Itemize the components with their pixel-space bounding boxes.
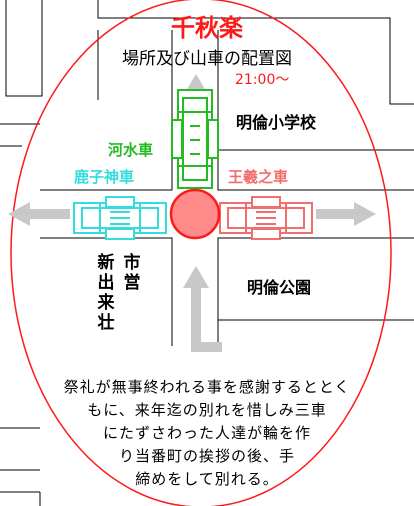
float-label-ougi: 王羲之車	[228, 168, 289, 186]
center-gathering-circle	[169, 188, 221, 240]
float-kawamizu-icon	[171, 89, 219, 189]
place-school: 明倫小学校	[236, 113, 317, 132]
place-park: 明倫公園	[247, 278, 312, 297]
arrow-left-icon	[8, 202, 70, 226]
ceremony-notice: 祭礼が無事終われる事を感謝するととく もに、来年迄の別れを惜しみ三車 にたずさわ…	[18, 376, 396, 491]
float-kashiko-icon	[73, 196, 167, 240]
place-ichiba-vertical: 市営	[123, 253, 141, 293]
float-ougi-icon	[219, 196, 313, 240]
notice-line: り当番町の挨拶の後、手	[118, 447, 295, 465]
place-shinde-vertical: 新出来壮	[97, 253, 115, 333]
notice-line: にたずさわった人達が輪を作	[102, 424, 311, 442]
u-turn-arrow-icon	[183, 266, 222, 352]
map-subtitle: 場所及び山車の配置図	[122, 49, 292, 69]
notice-line: 祭礼が無事終われる事を感謝するととく	[63, 378, 351, 396]
notice-line: 締めをして別れる。	[135, 470, 279, 488]
float-label-kawamizu: 河水車	[108, 141, 154, 159]
float-label-kashiko: 鹿子神車	[74, 168, 135, 186]
map-title: 千秋楽	[171, 14, 243, 42]
arrow-right-icon	[316, 202, 376, 226]
start-time: 21:00〜	[235, 72, 290, 88]
outline-ellipse	[10, 0, 392, 506]
notice-line: もに、来年迄の別れを惜しみ三車	[87, 401, 327, 419]
